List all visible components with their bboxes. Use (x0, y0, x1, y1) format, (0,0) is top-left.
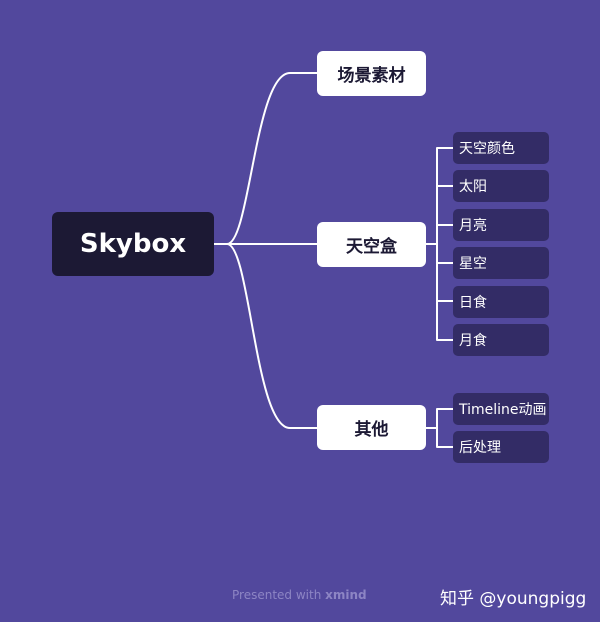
zhihu-watermark: 知乎 @youngpigg (440, 589, 587, 609)
branch-node-skybox[interactable]: 天空盒 (317, 222, 426, 267)
branch-node-others[interactable]: 其他 (317, 405, 426, 450)
connector-root-to-others (226, 243, 318, 429)
presented-with-text: Presented with (232, 588, 322, 602)
xmind-brand: xmind (325, 588, 367, 602)
branch-node-scene-assets[interactable]: 场景素材 (317, 51, 426, 96)
leaf-node-post-processing[interactable]: 后处理 (453, 431, 549, 463)
connector-root-to-scene-assets (213, 72, 318, 245)
root-node-skybox[interactable]: Skybox (52, 212, 214, 276)
presented-with-credit: Presented with xmind (232, 588, 367, 602)
leaf-node-solar-eclipse[interactable]: 日食 (453, 286, 549, 318)
connector-skybox-to-leaves (425, 147, 454, 341)
leaf-node-sky-color[interactable]: 天空颜色 (453, 132, 549, 164)
leaf-node-lunar-eclipse[interactable]: 月食 (453, 324, 549, 356)
leaf-node-sun[interactable]: 太阳 (453, 170, 549, 202)
leaf-node-moon[interactable]: 月亮 (453, 209, 549, 241)
leaf-node-starry-sky[interactable]: 星空 (453, 247, 549, 279)
leaf-node-timeline-animation[interactable]: Timeline动画 (453, 393, 549, 425)
connector-others-to-leaves (425, 408, 454, 448)
